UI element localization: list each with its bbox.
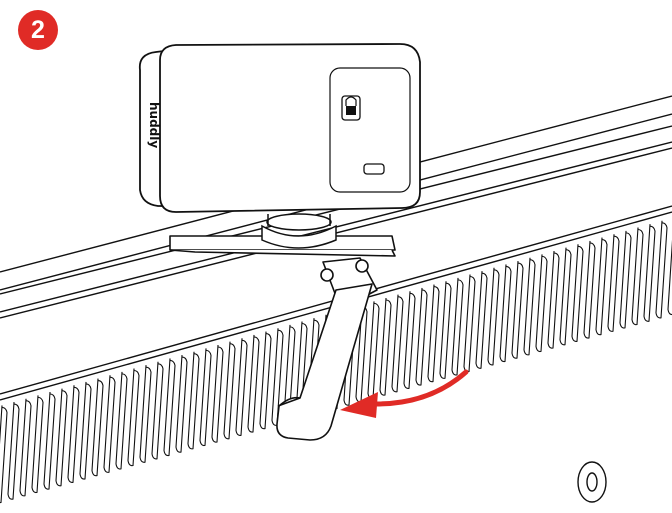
grill-slot [151, 361, 164, 460]
grill-slot [499, 264, 512, 363]
grill-slot [439, 281, 452, 379]
camera-base [261, 213, 337, 249]
grill-slot [511, 261, 524, 359]
grill-slot [559, 247, 572, 346]
camera-brand-text: huddly [147, 102, 161, 148]
grill-slot [223, 341, 236, 440]
grill-slot [415, 287, 428, 386]
grill-slot [139, 365, 152, 463]
grill-slot [127, 368, 140, 467]
grill-slot [115, 371, 128, 470]
grill-slot [7, 402, 20, 500]
grill-slot [667, 217, 672, 316]
grill-slot [43, 391, 56, 490]
grill-slot [451, 277, 464, 376]
usb-port-icon [363, 163, 385, 175]
mounting-hole [577, 461, 607, 503]
grill-slot [187, 351, 200, 450]
speaker-grill [0, 217, 672, 504]
lock-icon [341, 95, 361, 121]
grill-slot [391, 294, 404, 393]
grill-slot [523, 257, 536, 356]
grill-slot [571, 244, 584, 342]
grill-slot [175, 355, 188, 453]
grill-slot [199, 348, 212, 447]
grill-slot [55, 388, 68, 487]
grill-slot [535, 254, 548, 353]
grill-slot [367, 301, 380, 400]
grill-slot [607, 234, 620, 332]
grill-slot [595, 237, 608, 336]
grill-slot [211, 344, 224, 443]
grill-slot [103, 375, 116, 473]
curved-arrow-icon [340, 369, 469, 418]
grill-slot [31, 395, 44, 494]
grill-slot [0, 405, 8, 504]
grill-slot [379, 297, 392, 396]
grill-slot [19, 398, 32, 497]
grill-slot [487, 267, 500, 366]
grill-slot [643, 224, 656, 322]
camera [138, 43, 421, 213]
step-badge: 2 [18, 10, 58, 50]
grill-slot [475, 271, 488, 369]
grill-slot [631, 227, 644, 326]
grill-slot [583, 240, 596, 339]
grill-slot [655, 220, 668, 319]
grill-slot [271, 328, 284, 426]
grill-slot [79, 381, 92, 480]
grill-slot [427, 284, 440, 383]
grill-slot [403, 291, 416, 389]
grill-slot [463, 274, 476, 373]
grill-slot [259, 331, 272, 430]
grill-slot [163, 358, 176, 457]
grill-slot [67, 385, 80, 483]
grill-slot [247, 334, 260, 433]
grill-slot [235, 338, 248, 436]
grill-slot [91, 378, 104, 477]
grill-slot [547, 250, 560, 349]
grill-slot [619, 230, 632, 329]
